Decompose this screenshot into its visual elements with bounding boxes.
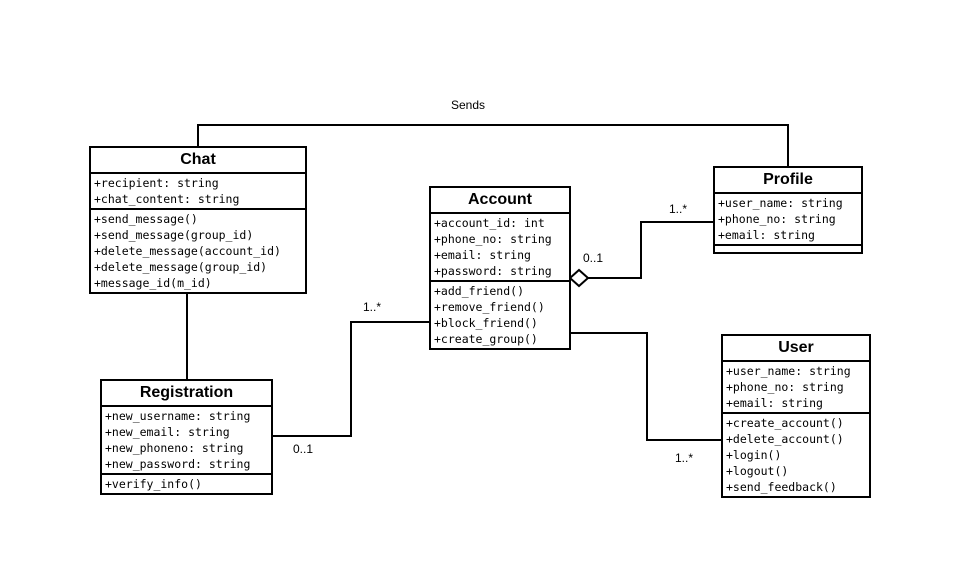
- account-attribute: +email: string: [434, 248, 531, 262]
- account-class-name: Account: [431, 188, 569, 214]
- chat-method: +delete_message(account_id): [94, 244, 281, 258]
- registration-attribute: +new_email: string: [105, 425, 230, 439]
- user-attribute: +email: string: [726, 396, 823, 410]
- registration-multiplicity-label: 0..1: [293, 442, 314, 456]
- profile-account-aggregation-line: [588, 221, 714, 279]
- account-method: +block_friend(): [434, 316, 538, 330]
- chat-method: +message_id(m_id): [94, 276, 212, 290]
- chat-attribute: +chat_content: string: [94, 192, 240, 206]
- user-multiplicity-label: 1..*: [675, 451, 694, 465]
- sends-association-line: [197, 124, 789, 166]
- registration-methods: +verify_info(): [102, 475, 271, 493]
- user-methods: +create_account() +delete_account() +log…: [723, 414, 869, 496]
- user-class[interactable]: User +user_name: string +phone_no: strin…: [721, 334, 871, 498]
- account-attributes: +account_id: int +phone_no: string +emai…: [431, 214, 569, 282]
- chat-attributes: +recipient: string +chat_content: string: [91, 174, 305, 210]
- profile-multiplicity-label: 1..*: [669, 202, 688, 216]
- account-method: +create_group(): [434, 332, 538, 346]
- registration-attribute: +new_password: string: [105, 457, 251, 471]
- user-method: +send_feedback(): [726, 480, 837, 494]
- profile-attribute: +email: string: [718, 228, 815, 242]
- chat-method: +delete_message(group_id): [94, 260, 268, 274]
- account-attribute: +phone_no: string: [434, 232, 552, 246]
- chat-class-name: Chat: [91, 148, 305, 174]
- profile-attribute: +phone_no: string: [718, 212, 836, 226]
- account-registration-multiplicity-label: 1..*: [363, 300, 382, 314]
- account-attribute: +password: string: [434, 264, 552, 278]
- registration-attributes: +new_username: string +new_email: string…: [102, 407, 271, 475]
- profile-methods: [715, 246, 861, 252]
- profile-class[interactable]: Profile +user_name: string +phone_no: st…: [713, 166, 863, 254]
- chat-method: +send_message(group_id): [94, 228, 254, 242]
- account-class[interactable]: Account +account_id: int +phone_no: stri…: [429, 186, 571, 350]
- user-class-name: User: [723, 336, 869, 362]
- account-methods: +add_friend() +remove_friend() +block_fr…: [431, 282, 569, 348]
- registration-class-name: Registration: [102, 381, 271, 407]
- chat-method: +send_message(): [94, 212, 198, 226]
- sends-label: Sends: [451, 98, 486, 112]
- profile-attributes: +user_name: string +phone_no: string +em…: [715, 194, 861, 246]
- chat-methods: +send_message() +send_message(group_id) …: [91, 210, 305, 292]
- account-attribute: +account_id: int: [434, 216, 545, 230]
- user-method: +login(): [726, 448, 782, 462]
- account-method: +add_friend(): [434, 284, 525, 298]
- user-account-line: [570, 332, 722, 441]
- registration-method: +verify_info(): [105, 477, 202, 491]
- user-method: +delete_account(): [726, 432, 844, 446]
- chat-attribute: +recipient: string: [94, 176, 219, 190]
- registration-class[interactable]: Registration +new_username: string +new_…: [100, 379, 273, 495]
- aggregation-diamond: [568, 268, 590, 288]
- registration-attribute: +new_username: string: [105, 409, 251, 423]
- account-aggregation-multiplicity-label: 0..1: [583, 251, 604, 265]
- profile-attribute: +user_name: string: [718, 196, 843, 210]
- user-attributes: +user_name: string +phone_no: string +em…: [723, 362, 869, 414]
- account-method: +remove_friend(): [434, 300, 545, 314]
- registration-attribute: +new_phoneno: string: [105, 441, 244, 455]
- user-attribute: +phone_no: string: [726, 380, 844, 394]
- user-attribute: +user_name: string: [726, 364, 851, 378]
- profile-class-name: Profile: [715, 168, 861, 194]
- chat-class[interactable]: Chat +recipient: string +chat_content: s…: [89, 146, 307, 294]
- user-method: +create_account(): [726, 416, 844, 430]
- user-method: +logout(): [726, 464, 789, 478]
- registration-account-line: [272, 321, 430, 437]
